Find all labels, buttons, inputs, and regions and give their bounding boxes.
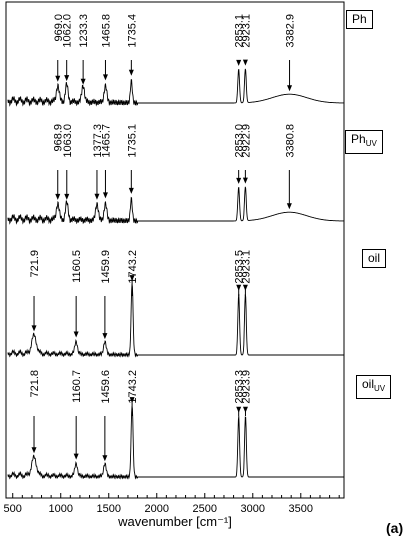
peak-label: 2853.1 [234, 14, 246, 48]
series-name: Ph [351, 132, 366, 146]
peak-arrow-head [31, 325, 37, 332]
x-tick-label-1000: 1000 [48, 503, 72, 515]
peak-arrow-head [102, 192, 108, 199]
peak-arrow-head [102, 333, 108, 340]
spectrum-line-2 [7, 284, 344, 358]
peak-arrow-head [236, 406, 242, 413]
peak-arrow-head [55, 193, 61, 200]
x-axis-label: wavenumber [cm⁻¹] [117, 514, 232, 529]
x-tick-label-3000: 3000 [241, 503, 265, 515]
peak-label: 3382.9 [285, 14, 297, 48]
peak-arrow-head [242, 284, 248, 291]
series-name-subscript: UV [365, 139, 377, 148]
series-label-3: oilUV [356, 375, 392, 399]
peak-label: 1743.2 [127, 370, 139, 404]
series-name: oil [368, 251, 381, 265]
peak-arrow-head [55, 75, 61, 82]
peak-arrow-head [73, 453, 79, 460]
peak-label: 1062.0 [62, 14, 74, 48]
peak-arrow-head [80, 78, 86, 85]
peak-label: 1160.5 [71, 250, 83, 283]
peak-label: 2853.5 [234, 250, 246, 284]
peak-arrow-head [64, 75, 70, 82]
peak-arrow-head [73, 331, 79, 338]
peak-label: 1743.2 [127, 250, 139, 284]
series-name: Ph [352, 12, 367, 26]
plot-frame [5, 1, 345, 499]
x-axis: 500 1000 1500 2000 2500 3000 3500 [4, 493, 340, 515]
peak-arrow-head [287, 85, 293, 92]
peak-arrow-head [128, 69, 134, 76]
series-label-0: Ph [346, 10, 373, 29]
peak-label: 1377.3 [92, 124, 104, 158]
peak-arrow-head [236, 59, 242, 66]
peak-label: 1459.9 [100, 250, 112, 284]
peak-arrow-head [102, 74, 108, 81]
peak-label: 3380.8 [284, 124, 296, 158]
peak-label: 1160.7 [71, 370, 83, 403]
x-tick-label-3500: 3500 [289, 503, 313, 515]
peak-label: 721.9 [29, 250, 41, 278]
peak-arrow-head [102, 455, 108, 462]
peak-arrow-head [128, 187, 134, 194]
peak-arrow-head [129, 397, 135, 404]
x-tick-label-1500: 1500 [97, 503, 121, 515]
x-tick-label-2000: 2000 [145, 503, 169, 515]
panel-tag: (a) [386, 520, 404, 536]
peak-label: 1233.3 [78, 14, 90, 48]
peak-label: 1459.6 [100, 370, 112, 404]
peak-label: 721.8 [29, 370, 41, 398]
spectrum-line-3 [7, 406, 344, 480]
peak-arrow-head [286, 203, 292, 210]
peak-label: 1735.1 [126, 124, 138, 158]
peak-label: 2853.0 [234, 124, 246, 158]
peak-label: 1063.0 [62, 124, 74, 158]
series-name: oil [362, 377, 375, 391]
peak-label: 2923.9 [240, 370, 252, 404]
peak-arrow-head [236, 284, 242, 291]
series-label-2: oil [362, 249, 387, 268]
peak-arrow-head [129, 275, 135, 282]
peak-arrow-head [31, 447, 37, 454]
peak-arrow-head [242, 406, 248, 413]
peak-arrow-head [64, 193, 70, 200]
peak-label: 2923.1 [240, 250, 252, 284]
peak-label: 1465.7 [100, 124, 112, 158]
peak-label: 2923.1 [240, 14, 252, 48]
series-label-1: PhUV [345, 130, 383, 154]
series-name-subscript: UV [374, 384, 386, 393]
spectrum-line-0 [7, 68, 344, 107]
spectrum-line-1 [7, 186, 344, 225]
x-tick-label-500: 500 [4, 503, 22, 515]
peak-label: 2853.3 [234, 370, 246, 404]
peak-label: 968.9 [53, 124, 65, 152]
peak-label: 969.0 [53, 14, 65, 42]
x-tick-label-2500: 2500 [193, 503, 217, 515]
peak-arrow-head [94, 193, 100, 200]
peak-label: 1735.4 [126, 14, 138, 48]
peak-label: 1465.8 [100, 14, 112, 48]
peak-label: 2922.9 [240, 124, 252, 158]
peak-arrow-head [242, 177, 248, 184]
peak-arrow-head [236, 177, 242, 184]
peak-arrow-head [242, 59, 248, 66]
spectra-group [7, 68, 344, 480]
